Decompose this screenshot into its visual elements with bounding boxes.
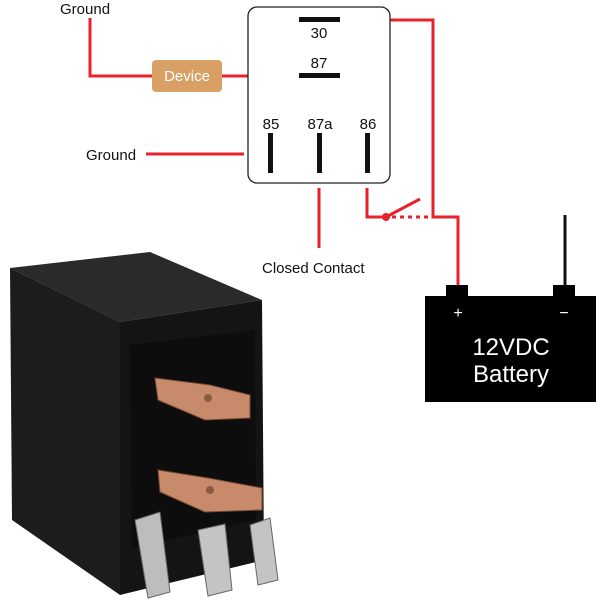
battery-plus-label: + (453, 305, 462, 322)
device-label: Device (164, 68, 210, 85)
pin-87-label: 87 (311, 55, 328, 72)
ground-mid-label: Ground (86, 147, 136, 164)
switch-arm (385, 197, 421, 219)
pin-87 (299, 73, 340, 78)
battery (425, 296, 596, 402)
pin-85 (268, 133, 273, 173)
battery-name-label: Battery (473, 361, 549, 388)
pin-30 (299, 17, 340, 22)
wire-ground-device (88, 18, 152, 78)
wires (88, 18, 460, 287)
battery-terminal-plus (446, 285, 468, 297)
switch-pivot-icon (382, 213, 390, 221)
pin-86 (365, 133, 370, 173)
battery-terminal-minus (553, 285, 575, 297)
battery-minus-label: − (559, 305, 568, 322)
pin-30-label: 30 (311, 25, 328, 42)
ground-top-label: Ground (60, 1, 110, 18)
device-box (152, 60, 222, 92)
pin-86-label: 86 (360, 116, 377, 133)
closed-contact-label: Closed Contact (262, 260, 365, 277)
battery-voltage-label: 12VDC (472, 334, 549, 361)
wire-86-switch (365, 188, 386, 219)
pin-87a-label: 87a (307, 116, 333, 133)
pin-85-label: 85 (263, 116, 280, 133)
relay-photo (10, 252, 279, 599)
relay-box (247, 6, 391, 184)
pin-87a (317, 133, 322, 173)
